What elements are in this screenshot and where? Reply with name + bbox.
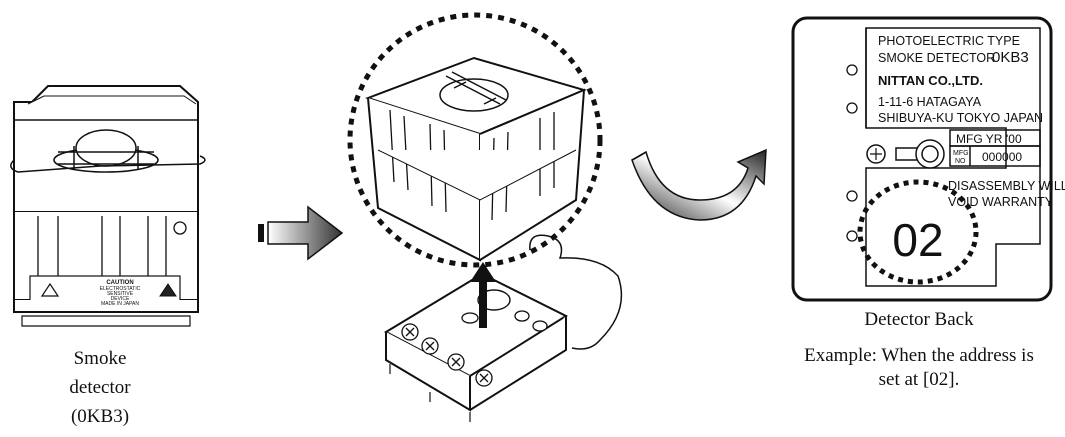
plate-line2a: SMOKE DETECTOR bbox=[878, 51, 995, 65]
example-line1: Example: When the address is bbox=[774, 344, 1064, 368]
warning-line2: VOID WARRANTY bbox=[948, 195, 1054, 209]
mounting-hole-icon bbox=[847, 191, 857, 201]
left-caption: Smoke detector (0KB3) bbox=[40, 344, 160, 431]
right-caption: Detector Back Example: When the address … bbox=[774, 305, 1064, 392]
mounting-hole-icon bbox=[847, 65, 857, 75]
plate-address1: 1-11-6 HATAGAYA bbox=[878, 95, 982, 109]
plate-line1: PHOTOELECTRIC TYPE bbox=[878, 34, 1020, 48]
plate-maker: NITTAN CO.,LTD. bbox=[878, 73, 983, 88]
left-caption-line2: detector bbox=[40, 373, 160, 402]
plate-model: 0KB3 bbox=[992, 49, 1029, 66]
caution-label-line5: MADE IN JAPAN bbox=[101, 301, 139, 307]
mfg-no-label-1: MFG bbox=[953, 150, 969, 157]
mfg-no-value: 000000 bbox=[982, 150, 1022, 164]
detector-head-cube bbox=[368, 58, 584, 260]
mounting-hole-icon bbox=[847, 231, 857, 241]
detector-base bbox=[386, 274, 566, 422]
mfg-yr-value: '00 bbox=[1006, 132, 1022, 146]
connection-wire bbox=[530, 235, 622, 349]
mfg-yr-label: MFG YR bbox=[956, 132, 1003, 146]
mfg-no-label-2: NO bbox=[955, 158, 966, 165]
detector-back-title: Detector Back bbox=[774, 305, 1064, 334]
left-caption-line1: Smoke bbox=[40, 344, 160, 373]
plate-address2: SHIBUYA-KU TOKYO JAPAN bbox=[878, 111, 1043, 125]
gradient-right-arrow bbox=[258, 207, 342, 259]
example-line2: set at [02]. bbox=[774, 368, 1064, 392]
address-number: 02 bbox=[892, 214, 943, 266]
warning-line1: DISASSEMBLY WILL bbox=[948, 179, 1065, 193]
flip-over-arrow bbox=[632, 150, 766, 220]
mounting-hole-icon bbox=[847, 103, 857, 113]
left-caption-line3: (0KB3) bbox=[40, 402, 160, 431]
